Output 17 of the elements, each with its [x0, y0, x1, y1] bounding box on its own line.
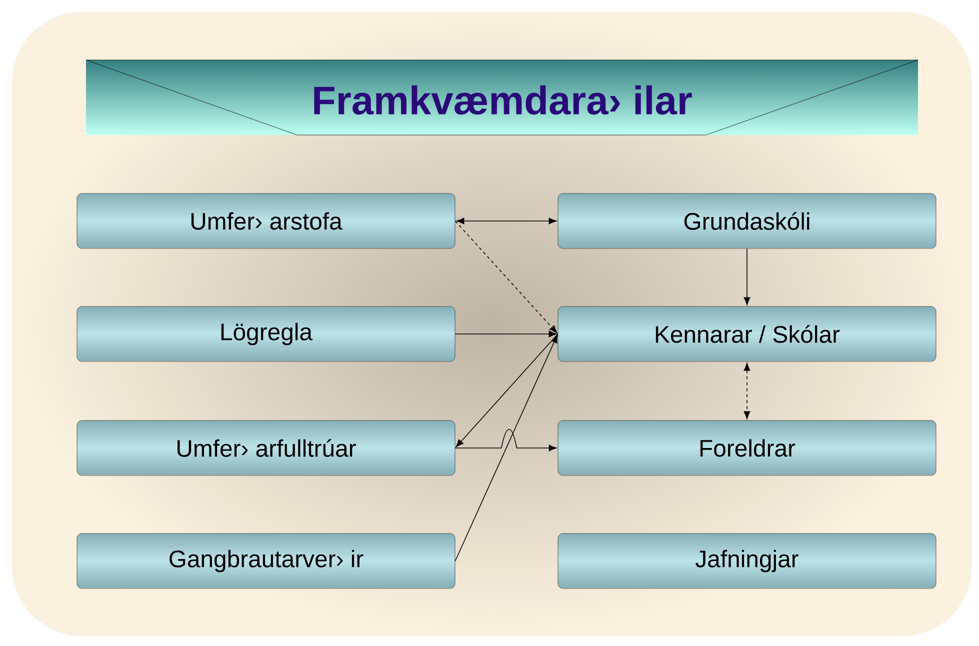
arrow [454, 428, 557, 452]
process-box: Kennarar / Skólar [558, 306, 936, 362]
arrow [744, 362, 750, 420]
arrow [744, 248, 750, 306]
process-box: Lögregla [76, 306, 456, 362]
process-box: Jafningjar [558, 533, 936, 589]
process-box: Grundaskóli [558, 193, 936, 249]
process-box: Umfer› arstofa [76, 193, 456, 249]
process-box: Umfer› arfulltrúar [76, 420, 456, 476]
arrow [454, 330, 557, 338]
process-box: Foreldrar [558, 420, 936, 476]
arrow [456, 218, 557, 224]
arrow [454, 220, 558, 334]
title-banner: Framkvæmdara› ilar [86, 60, 918, 136]
arrow [456, 334, 558, 448]
arrow [454, 335, 558, 562]
process-box: Gangbrautarver› ir [76, 533, 456, 589]
